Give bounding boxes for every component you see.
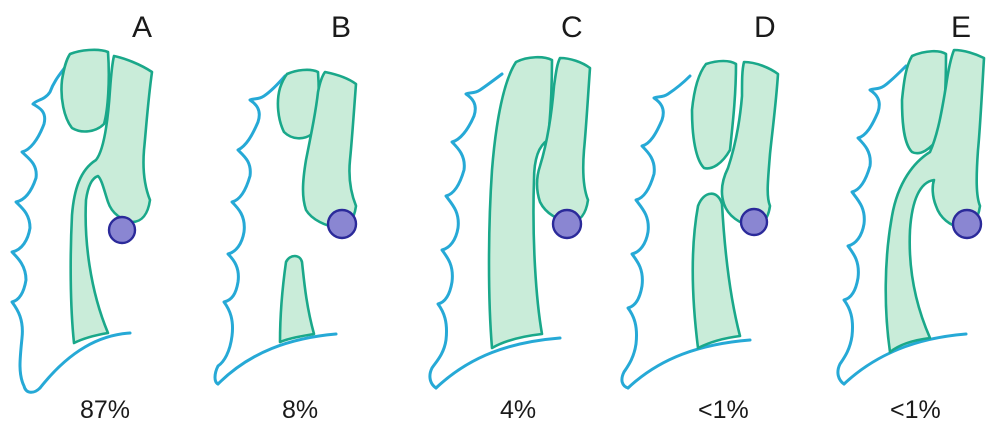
panel-b-vertebral-wall — [215, 76, 285, 384]
panel-a-percent: 87% — [80, 396, 130, 424]
panel-e-percent: <1% — [890, 396, 941, 424]
panel-b-percent: 8% — [282, 396, 318, 424]
panel-e-label: E — [951, 11, 971, 44]
panel-c-percent: 4% — [500, 396, 536, 424]
panel-d-percent: <1% — [698, 396, 749, 424]
panel-a-vertebral-wall — [12, 60, 70, 392]
panel-a: A 87% — [12, 11, 152, 424]
panel-a-label: A — [132, 11, 152, 44]
panel-d-stomach-curve — [628, 340, 750, 388]
panel-b: B 8% — [215, 11, 356, 424]
panel-b-distal-stub — [280, 256, 314, 342]
panel-c-fistula-dot — [553, 210, 581, 238]
panel-d-label: D — [754, 11, 776, 44]
panel-a-stomach-curve — [40, 333, 130, 388]
panel-a-upper-pouch — [61, 50, 108, 132]
panel-e-fistula-dot — [953, 210, 981, 238]
panel-b-stomach-curve — [218, 334, 336, 384]
panel-a-fistula-dot — [109, 217, 135, 243]
panel-b-fistula-dot — [328, 210, 356, 238]
panel-b-label: B — [331, 11, 351, 44]
panel-d-fistula-dot — [741, 209, 767, 235]
panel-d: D <1% — [622, 11, 778, 424]
panel-d-vertebral-wall — [622, 76, 690, 388]
panel-d-upper-pouch — [692, 61, 736, 168]
panel-c: C 4% — [430, 11, 590, 424]
panel-e: E <1% — [838, 11, 984, 424]
panel-c-label: C — [561, 11, 583, 44]
